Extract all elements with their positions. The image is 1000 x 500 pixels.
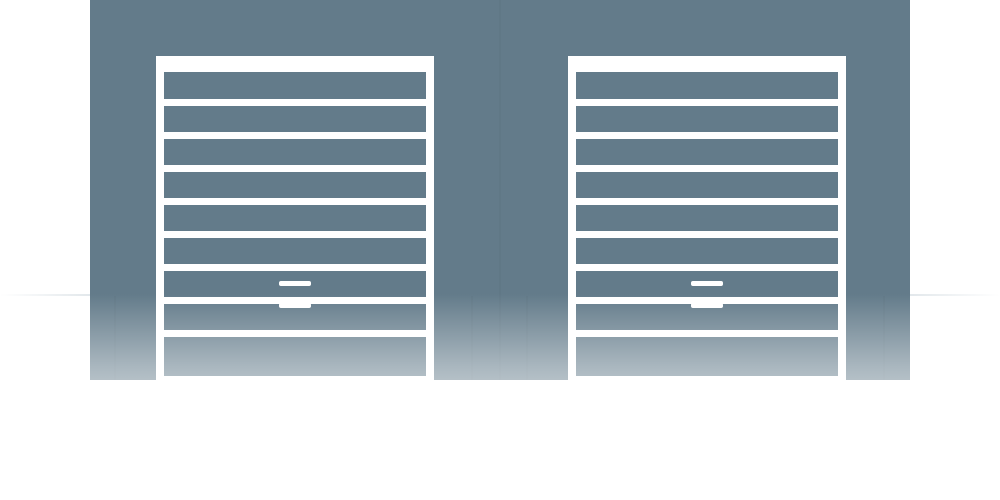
door-panel-divider: [572, 132, 842, 139]
door-panel-divider: [160, 231, 430, 238]
door-panel-divider: [160, 264, 430, 271]
door-panel-divider: [572, 99, 842, 106]
door-header: [160, 60, 430, 72]
reflection-fade: [0, 294, 1000, 500]
door-panel-divider: [572, 231, 842, 238]
door-panel-divider: [160, 99, 430, 106]
door-header: [572, 60, 842, 72]
door-panel-divider: [572, 165, 842, 172]
door-panel-divider: [160, 132, 430, 139]
door-panel-divider: [572, 264, 842, 271]
door-handle-icon: [691, 281, 723, 286]
door-handle-icon: [279, 281, 311, 286]
door-panel-divider: [160, 198, 430, 205]
door-panel-divider: [160, 165, 430, 172]
door-panel-divider: [572, 198, 842, 205]
